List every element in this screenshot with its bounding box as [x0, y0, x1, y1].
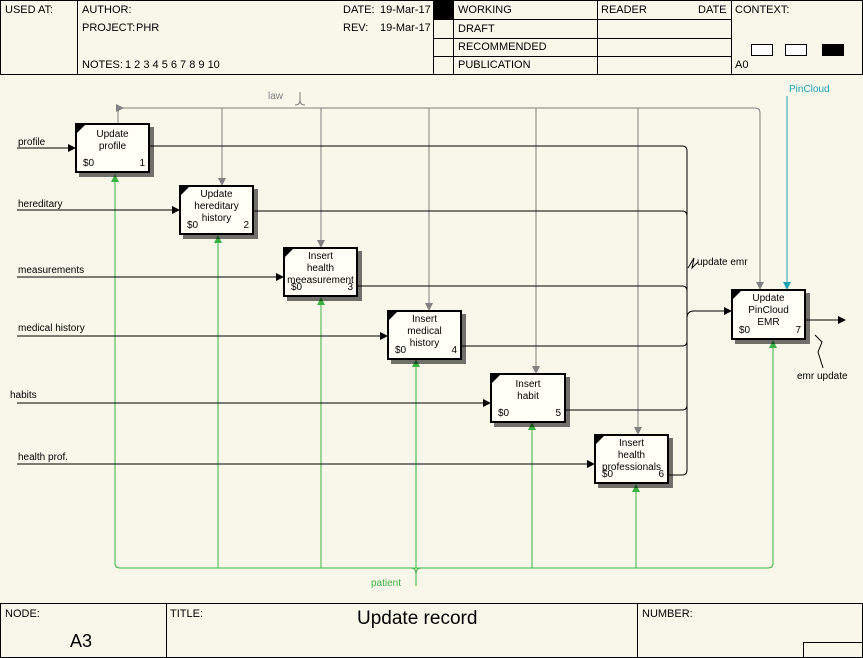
- header-frame: USED AT: AUTHOR: PROJECT: PHR NOTES: 1 2…: [0, 0, 863, 75]
- box-corner-marker: [77, 125, 85, 133]
- box-number: 1: [139, 158, 145, 169]
- box-cost: $0: [395, 345, 407, 356]
- activity-box-2[interactable]: Update hereditary history $0 2: [179, 185, 254, 235]
- box-cost: $0: [739, 325, 751, 336]
- input-label-hereditary: hereditary: [18, 199, 63, 210]
- box-number: 7: [795, 325, 801, 336]
- status-publication: PUBLICATION: [458, 59, 531, 71]
- activity-box-6[interactable]: Insert health professionals $0 6: [594, 434, 669, 484]
- project-value: PHR: [136, 22, 160, 34]
- activity-box-4[interactable]: Insert medical history $0 4: [387, 310, 462, 360]
- box-label: Insert health meeasurement: [287, 251, 354, 286]
- output-arrows: [150, 145, 846, 476]
- box-label: Update PinCloud EMR: [748, 293, 789, 328]
- box-label: Insert medical history: [407, 314, 442, 349]
- box-corner-marker: [181, 187, 189, 195]
- input-arrows: [17, 144, 595, 468]
- status-working: WORKING: [458, 4, 512, 16]
- patient-label: patient: [371, 578, 402, 589]
- page-title: Update record: [357, 608, 478, 629]
- author-label: AUTHOR:: [82, 4, 132, 16]
- box-number: 5: [555, 408, 561, 419]
- date-value: 19-Mar-17: [380, 4, 431, 16]
- box-corner-marker: [596, 436, 604, 444]
- box-number: 6: [658, 469, 664, 480]
- pincloud-label: PinCloud: [789, 84, 830, 95]
- context-node: A0: [735, 59, 749, 71]
- notes-value: 1 2 3 4 5 6 7 8 9 10: [125, 59, 220, 71]
- box-number: 3: [347, 282, 353, 293]
- box-cost: $0: [83, 158, 95, 169]
- input-label-health-prof: health prof.: [18, 452, 69, 463]
- box-cost: $0: [187, 220, 199, 231]
- date-label: DATE:: [343, 4, 375, 16]
- box-label: Insert health professionals: [602, 438, 661, 473]
- title-label: TITLE:: [170, 608, 204, 620]
- box-corner-marker: [389, 312, 397, 320]
- activity-box-5[interactable]: Insert habit $0 5: [490, 373, 566, 423]
- box-cost: $0: [498, 408, 510, 419]
- box-label: Update profile: [96, 129, 129, 152]
- box-corner-marker: [492, 375, 500, 383]
- input-label-habits: habits: [10, 390, 37, 401]
- activity-box-3[interactable]: Insert health meeasurement $0 3: [283, 247, 358, 297]
- box-label: Insert habit: [515, 379, 541, 402]
- input-label-measurements: measurements: [18, 265, 85, 276]
- status-draft: DRAFT: [458, 23, 495, 35]
- box-corner-marker: [733, 291, 741, 299]
- rev-value: 19-Mar-17: [380, 22, 431, 34]
- node-value: A3: [70, 631, 93, 651]
- rev-label: REV:: [343, 22, 369, 34]
- input-label-profile: profile: [18, 137, 46, 148]
- box-number: 2: [243, 220, 249, 231]
- number-label: NUMBER:: [642, 608, 693, 620]
- box-cost: $0: [602, 469, 614, 480]
- reader-date-label: DATE: [698, 4, 727, 16]
- notes-label: NOTES:: [82, 59, 123, 71]
- box-cost: $0: [291, 282, 303, 293]
- activity-box-7[interactable]: Update PinCloud EMR $0 7: [731, 289, 806, 340]
- activity-box-1[interactable]: Update profile $0 1: [75, 123, 150, 173]
- status-recommended: RECOMMENDED: [458, 41, 547, 53]
- law-control-arrows: [115, 92, 764, 435]
- law-label: law: [268, 91, 284, 102]
- box-corner-marker: [285, 249, 293, 257]
- box-label: Update hereditary history: [194, 189, 239, 224]
- box-number: 4: [451, 345, 457, 356]
- project-label: PROJECT:: [82, 22, 136, 34]
- emr-update-label: emr update: [797, 371, 848, 382]
- context-label: CONTEXT:: [735, 4, 790, 16]
- update-emr-label: update emr: [697, 257, 748, 268]
- node-label: NODE:: [5, 608, 40, 620]
- input-label-medical-history: medical history: [18, 323, 85, 334]
- patient-mechanism-arrows: [111, 174, 777, 586]
- used-at-label: USED AT:: [5, 4, 54, 16]
- footer-frame: NODE: A3 TITLE: Update record NUMBER:: [0, 603, 863, 658]
- reader-label: READER: [601, 4, 647, 16]
